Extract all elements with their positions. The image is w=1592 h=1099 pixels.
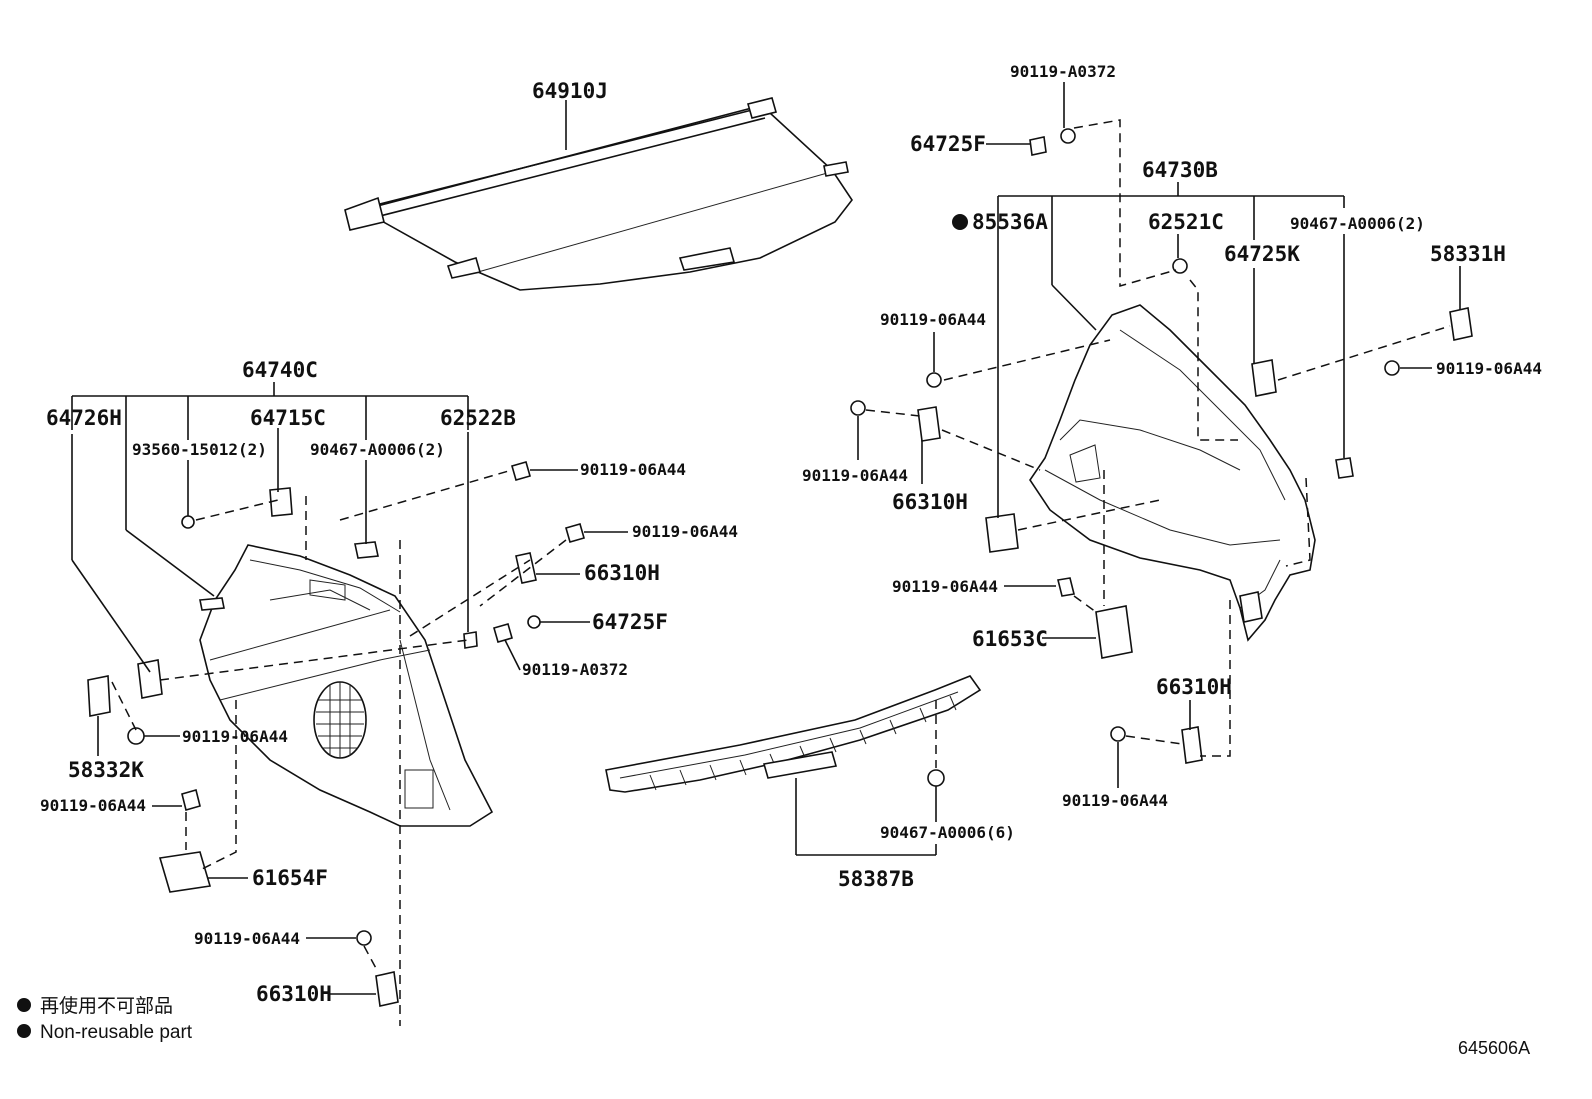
right-fasteners — [850, 128, 1473, 764]
label-90119-06A44-b: 90119-06A44 — [632, 522, 738, 541]
label-90467-A0006-left: 90467-A0006(2) — [310, 440, 445, 459]
label-64740C: 64740C — [242, 358, 318, 382]
speaker-grille — [313, 681, 367, 759]
legend-jp: 再使用不可部品 — [40, 995, 173, 1017]
label-64725F-b: 64725F — [910, 132, 986, 156]
label-64910J: 64910J — [532, 79, 608, 103]
label-58387B: 58387B — [838, 867, 914, 891]
label-61653C: 61653C — [972, 627, 1048, 651]
label-62522B: 62522B — [440, 406, 516, 430]
label-90119-06A44-j: 90119-06A44 — [1062, 791, 1168, 810]
label-66310H-a: 66310H — [584, 561, 660, 585]
label-90119-06A44-a: 90119-06A44 — [580, 460, 686, 479]
left-fasteners — [87, 461, 585, 1007]
label-90119-06A44-i: 90119-06A44 — [892, 577, 998, 596]
label-90119-06A44-d: 90119-06A44 — [40, 796, 146, 815]
label-90119-06A44-g: 90119-06A44 — [1436, 359, 1542, 378]
label-64725F-a: 64725F — [592, 610, 668, 634]
label-85536A: 85536A — [972, 210, 1048, 234]
label-90467-A0006-6: 90467-A0006(6) — [880, 823, 1015, 842]
label-90467-A0006-right: 90467-A0006(2) — [1290, 214, 1425, 233]
label-64725K: 64725K — [1224, 242, 1300, 266]
label-64730B: 64730B — [1142, 158, 1218, 182]
legend-bullet-jp — [17, 998, 31, 1012]
right-side-trim-part — [1029, 304, 1316, 642]
legend: 再使用不可部品 Non-reusable part — [17, 995, 193, 1043]
label-90119-A0372-b: 90119-A0372 — [1010, 62, 1116, 81]
label-61654F: 61654F — [252, 866, 328, 890]
label-93560-15012: 93560-15012(2) — [132, 440, 267, 459]
label-90119-06A44-e: 90119-06A44 — [194, 929, 300, 948]
label-62521C: 62521C — [1148, 210, 1224, 234]
label-90119-06A44-c: 90119-06A44 — [182, 727, 288, 746]
scuff-plate-part — [605, 675, 982, 793]
label-90119-06A44-h: 90119-06A44 — [802, 466, 908, 485]
label-66310H-c: 66310H — [892, 490, 968, 514]
tonneau-cover-part — [344, 97, 853, 291]
label-90119-06A44-f: 90119-06A44 — [880, 310, 986, 329]
non-reusable-marker — [952, 214, 968, 230]
legend-en: Non-reusable part — [40, 1022, 193, 1043]
diagram-code: 645606A — [1458, 1038, 1530, 1058]
leader-lines — [71, 82, 1461, 995]
label-58332K: 58332K — [68, 758, 144, 782]
part-labels: 64910J 64740C 64726H 64715C 62522B 93560… — [40, 62, 1542, 1006]
legend-bullet-en — [17, 1024, 31, 1038]
label-66310H-b: 66310H — [256, 982, 332, 1006]
label-64726H: 64726H — [46, 406, 122, 430]
label-58331H: 58331H — [1430, 242, 1506, 266]
label-66310H-d: 66310H — [1156, 675, 1232, 699]
left-side-trim-part — [199, 544, 494, 827]
assembly-dashed-lines — [111, 119, 1451, 1026]
label-64715C: 64715C — [250, 406, 326, 430]
label-90119-A0372-a: 90119-A0372 — [522, 660, 628, 679]
